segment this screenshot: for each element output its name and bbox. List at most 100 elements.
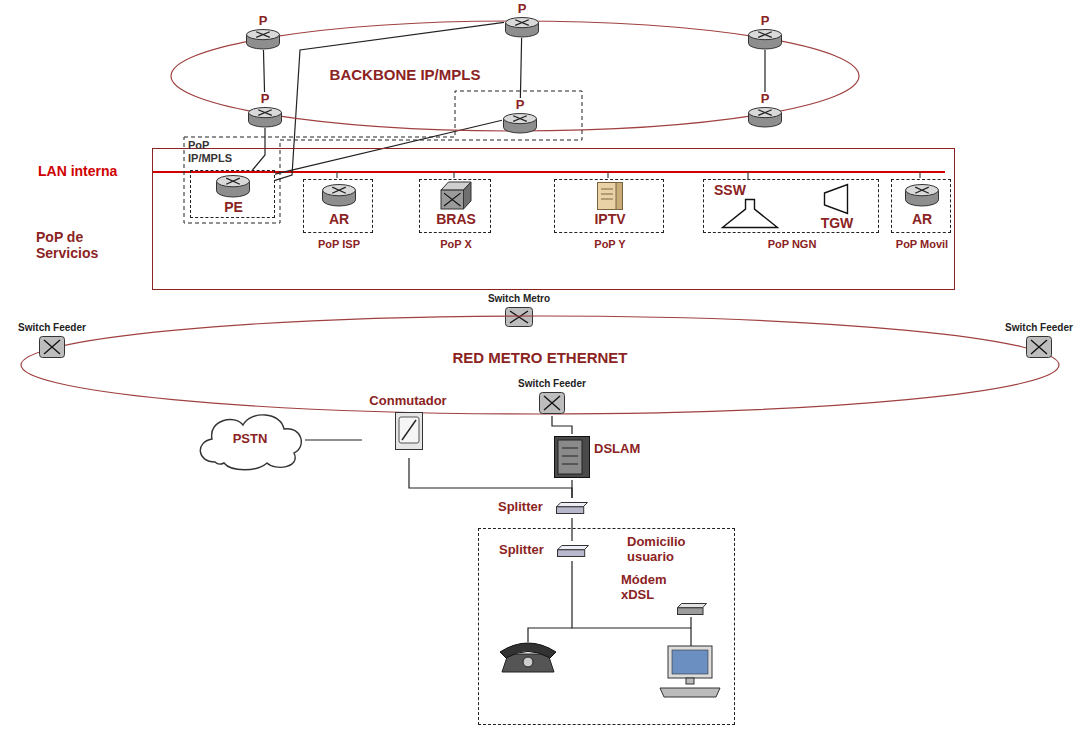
node-label: Switch Metro [488, 293, 550, 305]
node-label: BACKBONE IP/MPLS [330, 66, 481, 83]
switch-icon [1026, 336, 1052, 358]
node-label: P [259, 14, 268, 29]
node-label: P [518, 2, 527, 17]
node-label: Switch Feeder [18, 322, 86, 334]
connector-line [275, 22, 504, 180]
switch-icon [539, 392, 565, 414]
switch-node: Switch Metro [478, 293, 560, 327]
lan-bus [152, 171, 945, 173]
node-label: Splitter [498, 500, 543, 515]
node-label: AR [329, 211, 349, 227]
tgw-icon [824, 184, 848, 214]
node-label: P [261, 92, 270, 107]
node-label: DSLAM [594, 442, 640, 457]
node-heading: PoP X [440, 238, 472, 251]
router-icon [505, 17, 539, 37]
connector-line [571, 518, 572, 541]
splitter-icon [556, 502, 588, 514]
switch-node: Switch Feeder [510, 378, 594, 416]
router-node: P [247, 92, 283, 128]
connector-line [253, 128, 266, 170]
node-label: P [761, 14, 770, 29]
splitter-node: Splitter [499, 541, 593, 561]
tgw-node: TGW [802, 182, 872, 232]
connector-line [409, 458, 572, 498]
node-heading: PoP Movil [896, 238, 948, 251]
router-node: P [747, 92, 783, 128]
pe-box: PE [190, 170, 275, 218]
node-heading: PoP NGN [768, 238, 817, 251]
pop-region: P PE PoP IP/MPLS [183, 90, 583, 224]
router-icon [748, 29, 782, 49]
connector-line [552, 416, 572, 434]
router-node: P [502, 98, 538, 134]
node-label: Módem xDSL [621, 573, 675, 603]
computer-icon [660, 646, 720, 697]
switch-node: Switch Feeder [997, 322, 1081, 360]
node-label: PoP IP/MPLS [188, 139, 243, 164]
router-icon [216, 175, 250, 197]
connector-line [571, 480, 572, 498]
bus-label: LAN interna [38, 163, 117, 179]
node-label: P [761, 92, 770, 107]
home-box: SplitterMódem xDSL Domicilio usuario [478, 528, 735, 725]
computer-wire [690, 628, 691, 646]
ar-box: ARPoP ISP [303, 179, 373, 233]
node-label: SSW [714, 182, 746, 198]
server-icon [597, 182, 623, 210]
connector-line [520, 38, 521, 98]
connector-line [305, 439, 362, 440]
modem-node: Módem xDSL [621, 573, 709, 617]
router-node: P [504, 2, 540, 38]
router-icon [905, 184, 939, 206]
router-icon [246, 29, 280, 49]
router-icon [503, 113, 537, 133]
node-label: PE [224, 199, 243, 215]
exchange-node: Conmutador [362, 394, 454, 458]
services-box: ARPoP ISPBRASPoP XIPTVPoP YSSWTGWPoP NGN… [152, 148, 955, 290]
ngn-box: SSWTGWPoP NGN [703, 179, 879, 233]
router-node: P [747, 14, 783, 50]
node-label: TGW [821, 215, 854, 231]
node-label: IPTV [594, 211, 625, 227]
node-label: Splitter [499, 543, 544, 558]
node-label: Conmutador [369, 394, 446, 409]
router-node: P [245, 14, 281, 50]
conm-icon [395, 412, 423, 450]
switch-icon [39, 336, 65, 358]
connector-line [263, 50, 264, 92]
speaker-icon [722, 199, 778, 228]
node-heading: PoP de Servicios [36, 229, 136, 261]
router-icon [748, 107, 782, 127]
connector-line [572, 561, 691, 628]
router-icon [248, 107, 282, 127]
node-label: PSTN [233, 432, 268, 447]
node-heading: PoP ISP [318, 238, 360, 251]
node-heading: PoP Y [594, 238, 625, 251]
switch-node: Switch Feeder [10, 322, 94, 360]
node-label: Switch Feeder [1005, 322, 1073, 334]
iptv-box: IPTVPoP Y [554, 179, 664, 233]
splitter-icon [557, 545, 589, 557]
bras-box: BRASPoP X [419, 179, 491, 233]
node-label: P [516, 98, 525, 113]
switch-icon [505, 307, 533, 327]
phone-wire [528, 628, 572, 642]
telephone-icon [500, 643, 556, 672]
node-label: AR [912, 211, 932, 227]
node-label: Switch Feeder [518, 378, 586, 390]
dslam-icon [554, 436, 590, 478]
router-icon [322, 184, 356, 206]
node-label: BRAS [436, 211, 476, 227]
modem-icon [677, 603, 707, 615]
connector-line [764, 50, 765, 92]
bras-icon [441, 182, 471, 209]
ssw-node: SSW [710, 182, 790, 232]
splitter-node: Splitter [498, 498, 592, 518]
node-label: Domicilio usuario [627, 535, 707, 565]
pstn-cloud: PSTN [195, 410, 305, 470]
node-label: RED METRO ETHERNET [452, 349, 627, 366]
ar-box: ARPoP Movil [891, 179, 951, 233]
dslam-node: DSLAM [552, 434, 648, 480]
